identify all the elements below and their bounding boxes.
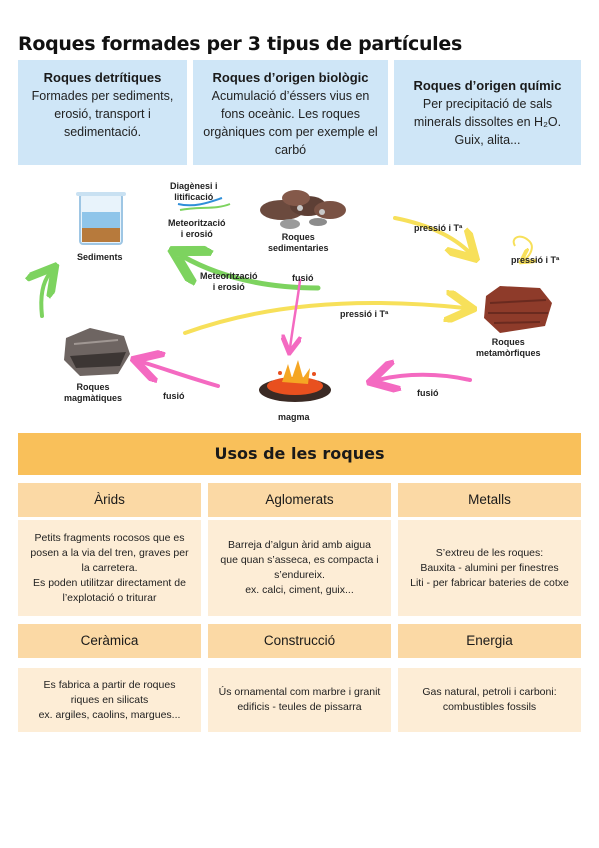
pressure-arrow-bottom	[183, 303, 465, 335]
biological-rocks-heading: Roques d’origen biològic	[212, 70, 369, 85]
magma-icon	[259, 360, 331, 402]
melting-label-mid: fusió	[292, 273, 314, 283]
weathering-arrow-left	[41, 273, 50, 318]
use-title-aglomerats: Aglomerats	[208, 483, 391, 517]
metamorphic-rocks-label: Roques metamòrfiques	[476, 337, 541, 358]
weathering-label-top: Meteorització i erosió	[168, 218, 226, 239]
melting-label-left: fusió	[163, 391, 185, 401]
melting-label-right: fusió	[417, 388, 439, 398]
rock-cycle-arrows	[0, 190, 552, 402]
use-title-ceramica: Ceràmica	[18, 624, 201, 658]
rock-cycle-diagram: Sediments Roques sedimentaries Roques me…	[0, 168, 599, 430]
use-title-construccio: Construcció	[208, 624, 391, 658]
use-text-aglomerats: Barreja d’algun àrid amb aigua que quan …	[208, 520, 391, 616]
chemical-rocks-text: Per precipitació de sals minerals dissol…	[413, 97, 562, 147]
melting-arrow-mid	[290, 278, 300, 348]
use-text-construccio: Ús ornamental com marbre i granit edific…	[208, 668, 391, 732]
chemical-rocks-box: Roques d’origen químic Per precipitació …	[394, 60, 581, 165]
melting-arrow-right	[378, 375, 472, 380]
use-title-energia: Energia	[398, 624, 581, 658]
pressure-loop-arrow	[512, 235, 532, 260]
biological-rocks-text: Acumulació d’éssers vius en fons oceànic…	[203, 89, 378, 157]
sediments-label: Sediments	[77, 252, 123, 262]
use-text-energia: Gas natural, petroli i carboni: combusti…	[398, 668, 581, 732]
diagenesis-label: Diagènesi i litificació	[170, 181, 218, 202]
pressure-label-1: pressió i Tª	[414, 223, 463, 233]
metamorphic-rock-icon	[484, 286, 552, 333]
pressure-label-3: pressió i Tª	[340, 309, 389, 319]
diagenesis-line	[177, 197, 223, 207]
magma-label: magma	[278, 412, 310, 422]
igneous-rocks-label: Roques magmàtiques	[64, 382, 123, 403]
biological-rocks-box: Roques d’origen biològic Acumulació d’és…	[193, 60, 388, 165]
use-text-ceramica: Es fabrica a partir de roques riques en …	[18, 668, 201, 732]
use-text-metalls: S’extreu de les roques: Bauxita - alumin…	[398, 520, 581, 616]
igneous-rock-icon	[64, 328, 130, 376]
uses-heading: Usos de les roques	[18, 433, 581, 475]
weathering-label-mid: Meteorització i erosió	[200, 271, 258, 292]
pressure-arrow-top	[393, 216, 470, 253]
use-text-arids: Petits fragments rocosos que es posen a …	[18, 520, 201, 616]
detrital-rocks-box: Roques detrítiques Formades per sediment…	[18, 60, 187, 165]
detrital-rocks-text: Formades per sediments, erosió, transpor…	[31, 89, 174, 139]
detrital-rocks-heading: Roques detrítiques	[43, 70, 162, 85]
sedimentary-rocks-icon	[260, 190, 346, 229]
sedimentary-rocks-label: Roques sedimentaries	[268, 232, 329, 253]
chemical-rocks-heading: Roques d’origen químic	[413, 78, 562, 93]
weathering-line-top	[179, 203, 231, 211]
weathering-arrow-main	[182, 256, 321, 291]
page-title: Roques formades per 3 tipus de partícule…	[18, 33, 462, 55]
beaker-icon	[76, 192, 126, 245]
use-title-metalls: Metalls	[398, 483, 581, 517]
melting-arrow-left	[142, 362, 220, 388]
use-title-arids: Àrids	[18, 483, 201, 517]
pressure-label-2: pressió i Tª	[511, 255, 560, 265]
